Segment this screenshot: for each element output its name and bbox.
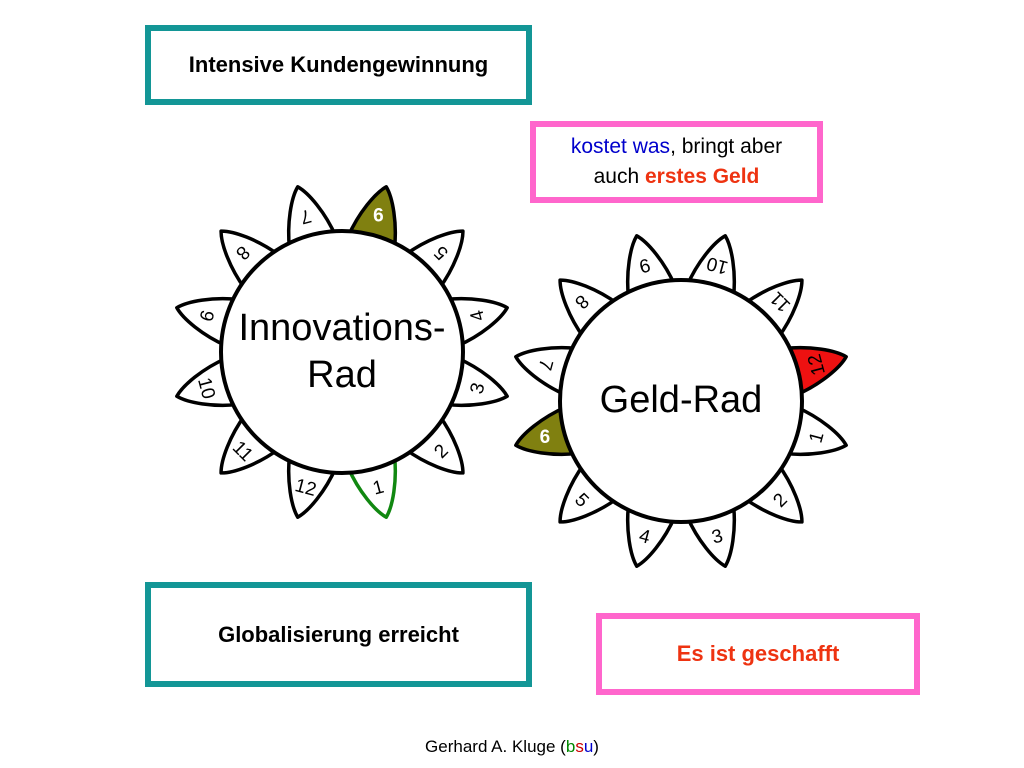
money-wheel-petal-label-3: 3 [710, 526, 726, 549]
credit-u: u [583, 737, 594, 756]
cost-note-rest: , bringt aber [670, 135, 783, 158]
money-wheel-label: Geld-Rad [600, 379, 763, 421]
money-wheel-petal-2: 2 [742, 462, 804, 524]
innovation-wheel-label-line-1: Innovations- [238, 307, 445, 349]
credit-prefix: Gerhard A. Kluge ( [425, 737, 566, 756]
innovation-wheel-label-line-2: Rad [307, 354, 377, 396]
innovation-wheel-petal-label-6: 6 [373, 205, 384, 226]
author-credit: Gerhard A. Kluge (bsu) [0, 737, 1024, 757]
innovation-wheel-petal-5: 5 [403, 229, 465, 291]
cost-note-auch: auch [593, 165, 645, 188]
credit-b: b [565, 737, 576, 756]
money-wheel-hub [558, 278, 804, 524]
innovation-wheel-petal-8: 8 [219, 229, 281, 291]
money-wheel-petal-11: 11 [742, 278, 804, 340]
innovation-wheel-petal-11: 11 [219, 413, 281, 475]
innovation-wheel-petal-2: 2 [403, 413, 465, 475]
innovation-wheel-petal-label-9: 9 [194, 308, 217, 324]
money-wheel-petal-label-1: 1 [806, 430, 829, 446]
innovation-wheel-petal-label-3: 3 [467, 381, 490, 397]
intensive-customer-acquisition-text: Intensive Kundengewinnung [188, 52, 489, 77]
cost-note-blue: kostet was [570, 135, 671, 158]
globalization-reached-box: Globalisierung erreicht [145, 582, 532, 687]
cost-note-box: kostet was, bringt aber auch erstes Geld [530, 121, 823, 203]
money-wheel-petal-5: 5 [558, 462, 620, 524]
cost-note-first-money: erstes Geld [644, 165, 760, 188]
done-box: Es ist geschafft [596, 613, 920, 695]
credit-s: s [575, 737, 584, 756]
innovation-wheel-hub [219, 229, 465, 475]
money-wheel-petal-8: 8 [558, 278, 620, 340]
innovation-wheel-petal-label-7: 7 [298, 204, 314, 227]
innovation-wheel-petal-label-1: 1 [371, 477, 387, 500]
intensive-customer-acquisition-box: Intensive Kundengewinnung [145, 25, 532, 105]
cost-note-line-1: kostet was, bringt aber [571, 132, 782, 162]
cost-note-line-2: auch erstes Geld [594, 162, 760, 192]
globalization-reached-text: Globalisierung erreicht [218, 621, 459, 647]
credit-suffix: ) [593, 737, 599, 756]
money-wheel-petal-label-7: 7 [533, 357, 556, 373]
money-wheel-petal-label-9: 9 [637, 253, 653, 276]
done-text: Es ist geschafft [676, 641, 840, 666]
money-wheel-petal-label-6: 6 [540, 427, 551, 448]
